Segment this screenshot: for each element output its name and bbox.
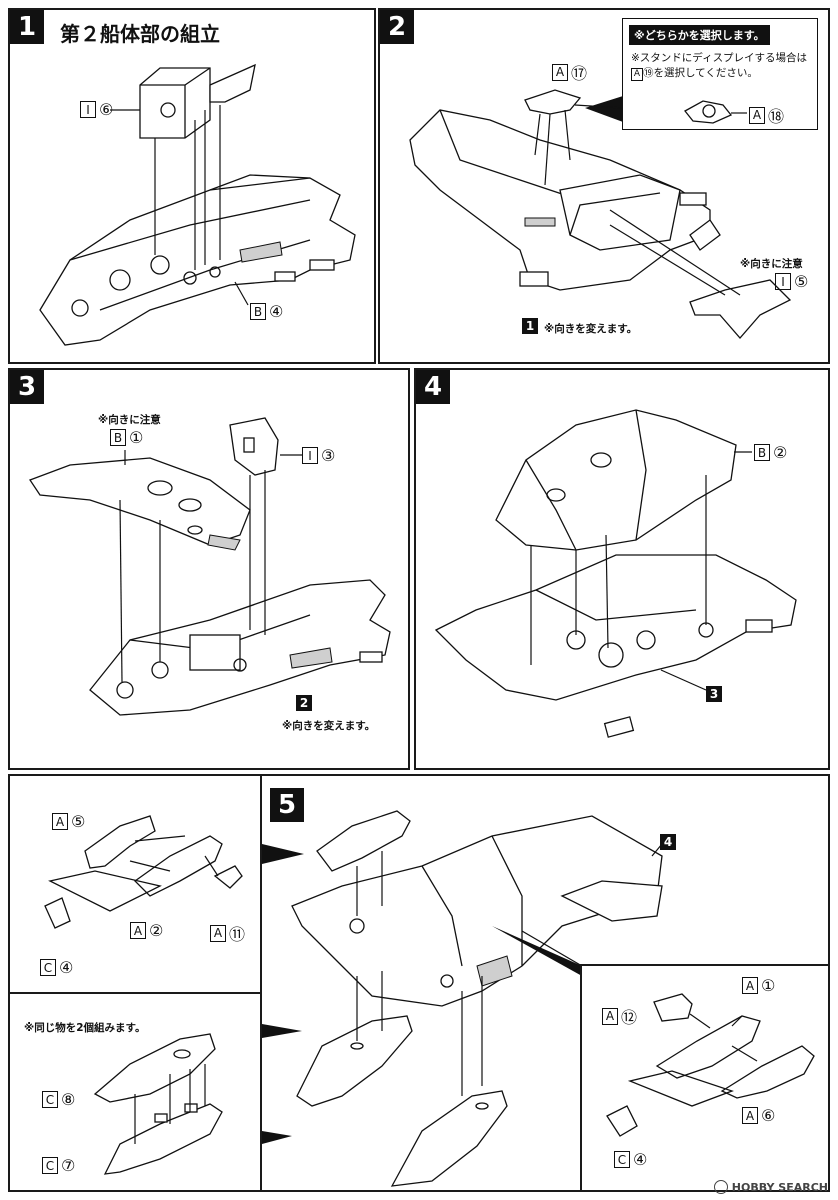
choice-line-1: ※スタンドにディスプレイする場合は [631,52,808,64]
part-number: ⑧ [61,1090,76,1109]
part-tree-letter: A [130,922,146,939]
part-label-a17: A ⑰ [552,60,587,84]
part-number: ⑪ [229,925,246,944]
part-tree-letter: A [52,813,68,830]
reference-note: ※向きを変えます。 [544,323,638,335]
part-label-c8: C ⑧ [42,1090,75,1109]
part-number: ② [773,443,788,462]
step-3-panel: 3 ※向きに注意 B ① I ③ 2 ※向きを変えます。 [8,368,410,770]
sub-assembly-left-illustration [44,815,243,929]
part-tree-letter: C [614,1151,630,1168]
reference-note: ※向きを変えます。 [282,720,376,732]
reference-badge: 4 [660,834,676,850]
part-number: ④ [269,302,284,321]
part-label-a12: A ⑫ [602,1004,637,1028]
part-number: ③ [321,446,336,465]
step-3-illustration [29,417,391,716]
part-label-a2: A ② [130,921,163,940]
step-5-illustration [262,810,663,1187]
sub-assembly-bottom-illustration [93,1033,223,1175]
orientation-note: ※向きに注意 [740,258,803,270]
part-tree-letter: A [602,1007,618,1025]
part-number: ⑲ [643,67,654,79]
part-tree-letter: I [80,101,96,118]
part-tree-letter: B [754,444,770,461]
step-number: 5 [270,788,304,822]
part-number: ① [761,976,776,995]
part-tree-letter: C [42,1157,58,1174]
stand-part-illustration [684,100,747,124]
part-tree-letter: A [631,68,643,81]
step-number: 2 [380,10,414,44]
part-label-a5: A ⑤ [52,812,85,831]
part-label-i6: I ⑥ [80,100,113,119]
part-tree-letter: A [742,977,758,994]
orientation-note: ※向きに注意 [98,414,161,426]
part-number: ④ [633,1150,648,1169]
part-number: ⑤ [794,272,809,291]
part-label-b1: B ① [110,428,143,447]
part-number: ⑦ [61,1156,76,1175]
part-number: ⑱ [768,107,785,126]
step-number: 1 [10,10,44,44]
step-1-panel: 1 第２船体部の組立 I ⑥ B ④ [8,8,376,364]
step-4-panel: 4 B ② 3 [414,368,830,770]
part-number: ① [129,428,144,447]
step-number: 4 [416,370,450,404]
part-number: ⑰ [571,64,588,83]
part-label-a11: A ⑪ [210,921,245,945]
part-label-b2: B ② [754,443,787,462]
step-4-illustration [434,409,797,738]
part-label-i5: I ⑤ [775,272,808,291]
step-2-illustration [409,89,792,339]
part-tree-letter: C [40,959,56,976]
part-label-c7: C ⑦ [42,1156,75,1175]
part-tree-letter: B [250,303,266,320]
part-tree-letter: C [42,1091,58,1108]
part-number: ⑤ [71,812,86,831]
step-5-inset-panel: A ① A ⑫ A ⑥ C ④ [580,964,830,1192]
section-title: 第２船体部の組立 [60,22,220,46]
part-tree-letter: A [210,924,226,942]
watermark-logo-icon [713,1180,728,1194]
part-tree-letter: A [749,106,765,124]
part-number: ⑥ [761,1106,776,1125]
reference-badge: 3 [706,686,722,702]
watermark: HOBBY SEARCH [713,1180,828,1194]
part-tree-letter: A [742,1107,758,1124]
reference-badge: 2 [296,695,312,711]
choice-line-2-suffix: を選択してください。 [653,67,758,79]
choice-heading: ※どちらかを選択します。 [629,25,770,45]
part-number: ④ [59,958,74,977]
part-tree-letter: A [552,63,568,81]
part-number: ⑥ [99,100,114,119]
part-label-b4: B ④ [250,302,283,321]
sub-assembly-bottom-panel: ※同じ物を2個組みます。 C ⑧ C ⑦ [8,992,260,1192]
part-label-c4-inset: C ④ [614,1150,647,1169]
part-tree-letter: I [302,447,318,464]
part-number: ⑫ [621,1008,638,1027]
part-number: ② [149,921,164,940]
quantity-note: ※同じ物を2個組みます。 [24,1022,146,1034]
part-label-a6: A ⑥ [742,1106,775,1125]
reference-badge: 1 [522,318,538,334]
sub-assembly-left-panel: A ⑤ A ② A ⑪ C ④ [8,774,260,992]
part-label-c4: C ④ [40,958,73,977]
step-5-inset-illustration [606,993,815,1137]
part-label-a1: A ① [742,976,775,995]
watermark-text: HOBBY SEARCH [731,1180,828,1194]
part-label-a18: A ⑱ [749,103,784,127]
part-label-i3: I ③ [302,446,335,465]
step-1-illustration [39,63,356,346]
part-tree-letter: I [775,273,791,290]
part-tree-letter: B [110,429,126,446]
step-number: 3 [10,370,44,404]
